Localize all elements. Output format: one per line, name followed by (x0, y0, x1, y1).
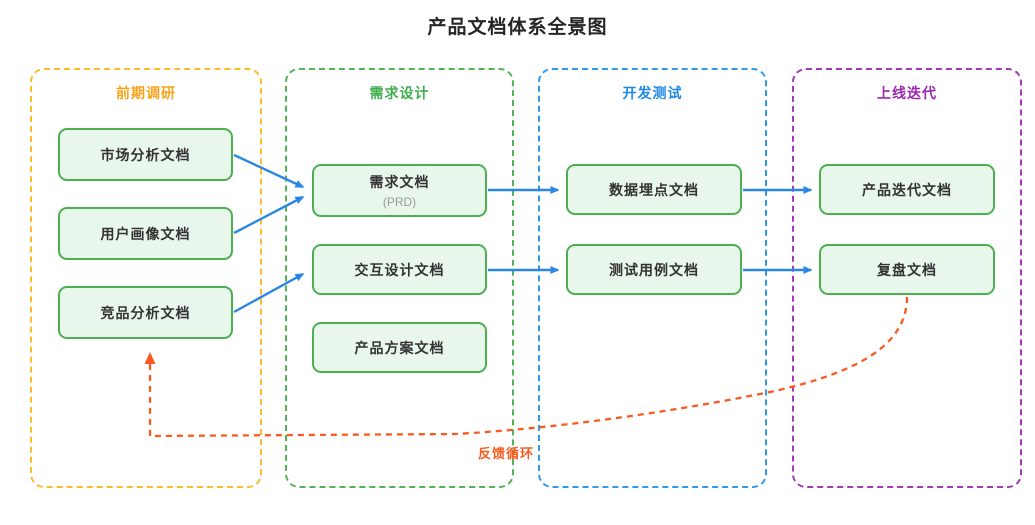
node-label: 复盘文档 (877, 261, 937, 278)
node-test-case-doc: 测试用例文档 (566, 244, 742, 295)
phase-label-research: 前期调研 (116, 85, 176, 101)
node-product-iteration-doc: 产品迭代文档 (819, 164, 995, 215)
node-product-plan-doc: 产品方案文档 (312, 322, 487, 373)
phase-container-devtest: 开发测试 (538, 68, 767, 488)
node-prd-doc: 需求文档 (PRD) (312, 164, 487, 217)
node-market-analysis-doc: 市场分析文档 (58, 128, 233, 181)
node-data-tracking-doc: 数据埋点文档 (566, 164, 742, 215)
node-label: 用户画像文档 (100, 225, 191, 242)
node-label: 测试用例文档 (609, 261, 699, 278)
node-sublabel: (PRD) (382, 195, 417, 209)
phase-label-devtest: 开发测试 (622, 85, 683, 101)
diagram-title: 产品文档体系全景图 (427, 17, 608, 38)
node-label: 数据埋点文档 (609, 181, 699, 198)
phase-label-design: 需求设计 (369, 85, 430, 101)
node-label: 交互设计文档 (354, 261, 445, 278)
phase-container-launch: 上线迭代 (792, 68, 1022, 488)
node-review-doc: 复盘文档 (819, 244, 995, 295)
node-competitor-analysis-doc: 竞品分析文档 (58, 286, 233, 339)
feedback-loop-label: 反馈循环 (478, 446, 535, 461)
node-label: 产品方案文档 (354, 339, 445, 356)
node-label: 竞品分析文档 (100, 304, 191, 321)
phase-label-launch: 上线迭代 (877, 85, 937, 101)
node-interaction-design-doc: 交互设计文档 (312, 244, 487, 295)
node-label: 市场分析文档 (100, 146, 191, 163)
node-user-persona-doc: 用户画像文档 (58, 207, 233, 260)
node-label: 需求文档 (369, 174, 430, 190)
node-label: 产品迭代文档 (862, 181, 952, 198)
